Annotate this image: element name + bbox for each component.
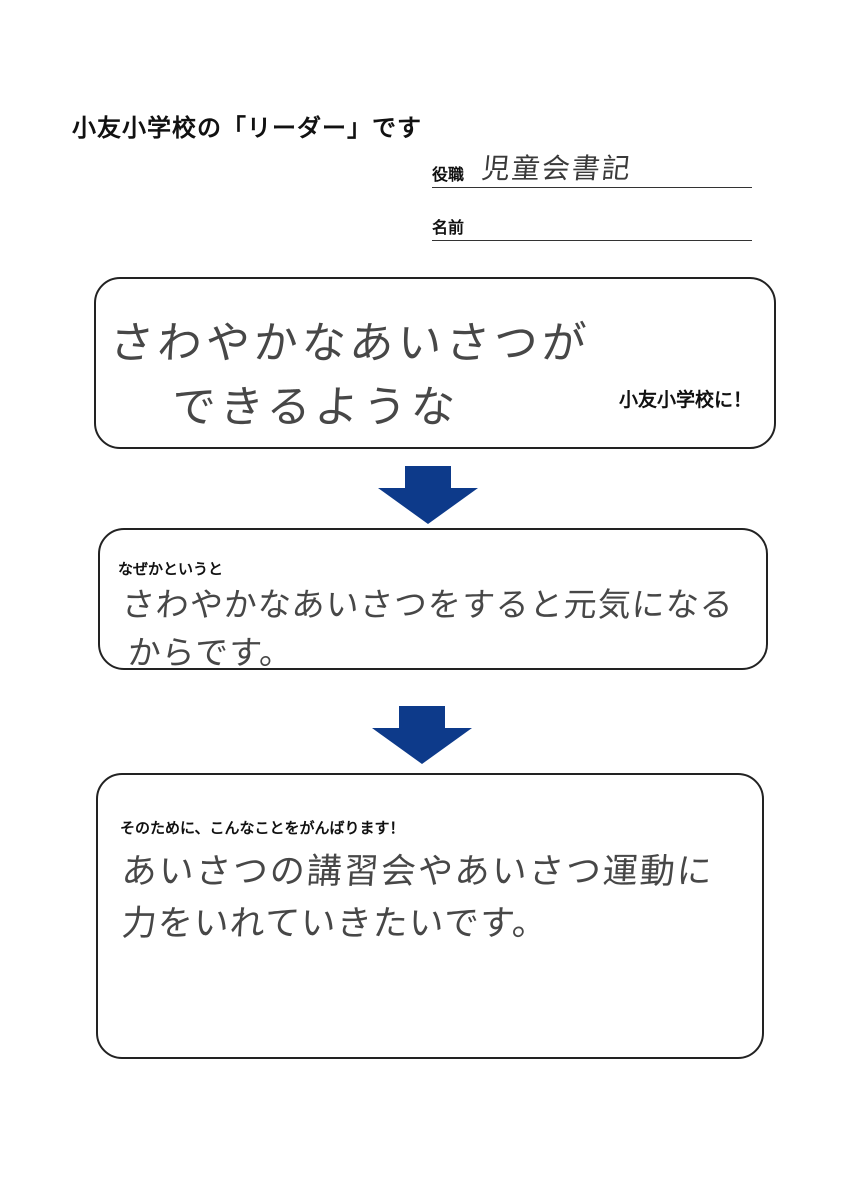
goal-text-line-2: できるような: [169, 382, 461, 433]
role-value: 児童会書記: [480, 152, 634, 185]
down-arrow-icon: [372, 706, 472, 764]
name-field: 名前: [432, 204, 752, 241]
reason-text-line-1: さわやかなあいさつをすると元気になる: [120, 585, 736, 624]
reason-text-line-2: からです。: [126, 633, 295, 672]
goal-box: さわやかなあいさつが できるような 小友小学校に！: [94, 277, 776, 449]
goal-text-line-1: さわやかなあいさつが: [107, 318, 592, 369]
page-title: 小友小学校の「リーダー」です: [72, 114, 422, 142]
down-arrow-icon: [378, 466, 478, 524]
role-label: 役職: [432, 165, 465, 184]
reason-label: なぜかというと: [118, 560, 224, 578]
action-text-line-2: 力をいれていきたいです。: [120, 904, 550, 944]
action-text-line-1: あいさつの講習会やあいさつ運動に: [120, 852, 716, 892]
name-label: 名前: [432, 218, 465, 237]
action-box: そのために、こんなことをがんばります！ あいさつの講習会やあいさつ運動に 力をい…: [96, 773, 764, 1059]
action-label: そのために、こんなことをがんばります！: [120, 819, 405, 837]
goal-school-tag: 小友小学校に！: [618, 389, 752, 411]
reason-box: なぜかというと さわやかなあいさつをすると元気になる からです。: [98, 528, 768, 672]
role-field: 役職 児童会書記: [432, 151, 752, 188]
